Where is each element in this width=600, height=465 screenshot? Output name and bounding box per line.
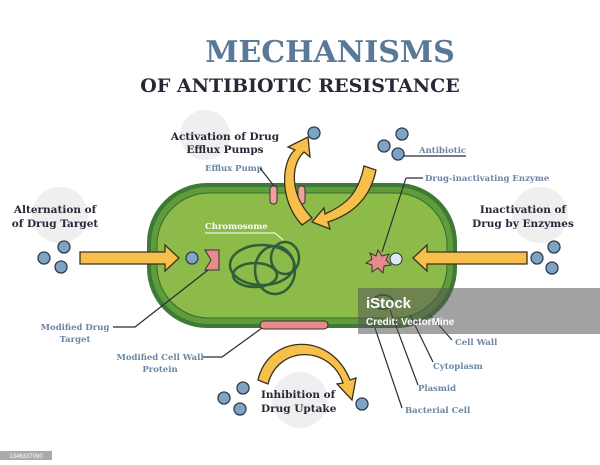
- watermark-brand: iStock: [366, 295, 412, 312]
- antibiotic-molecules: [37, 126, 561, 416]
- label-modified-target-1: Modified Drug: [41, 323, 110, 333]
- watermark-id: 1346337090: [9, 454, 43, 460]
- bg-circle: [180, 110, 230, 160]
- bg-circle: [32, 187, 88, 243]
- heading-uptake-2: Drug Uptake: [261, 403, 337, 415]
- watermark: iStock Credit: VectorMine 1346337090: [0, 288, 600, 460]
- label-modified-target-2: Target: [60, 335, 91, 345]
- heading-efflux-1: Activation of Drug: [170, 131, 280, 143]
- label-antibiotic: Antibiotic: [418, 146, 466, 156]
- label-bacterial-cell: Bacterial Cell: [405, 406, 471, 416]
- heading-target-2: of Drug Target: [12, 218, 99, 230]
- arrow-enzyme: [412, 243, 528, 273]
- enzyme-icon: [364, 248, 393, 275]
- label-cell-wall: Cell Wall: [455, 338, 498, 348]
- label-plasmid: Plasmid: [418, 384, 456, 394]
- bg-circle: [272, 372, 328, 428]
- heading-uptake-1: Inhibition of: [261, 389, 337, 401]
- label-cytoplasm: Cytoplasm: [433, 362, 483, 372]
- title-line2: OF ANTIBIOTIC RESISTANCE: [140, 75, 459, 97]
- heading-enzymes-2: Drug by Enzymes: [472, 218, 574, 230]
- label-enzyme: Drug-inactivating Enzyme: [425, 174, 550, 184]
- chromosome-icon: [228, 240, 301, 296]
- label-modified-wall-2: Protein: [142, 365, 177, 375]
- modified-wall-protein-icon: [259, 320, 329, 330]
- arrow-target: [79, 243, 180, 273]
- heading-efflux-2: Efflux Pumps: [186, 144, 263, 156]
- heading-target-1: Alternation of: [13, 204, 98, 216]
- arrow-efflux: [283, 135, 313, 226]
- modified-target-icon: [204, 249, 220, 271]
- bg-circle: [512, 187, 568, 243]
- arrow-uptake: [257, 343, 357, 402]
- arrow-antibiotic: [310, 165, 377, 231]
- inactivated-drug-icon: [389, 252, 403, 266]
- heading-enzymes-1: Inactivation of: [480, 204, 568, 216]
- title-line1: MECHANISMS: [205, 35, 455, 70]
- watermark-credit: Credit: VectorMine: [366, 317, 455, 328]
- label-modified-wall-1: Modified Cell Wall: [116, 353, 204, 363]
- label-chromosome: Chromosome: [205, 222, 268, 232]
- label-efflux-pump: Efflux Pump: [205, 164, 263, 174]
